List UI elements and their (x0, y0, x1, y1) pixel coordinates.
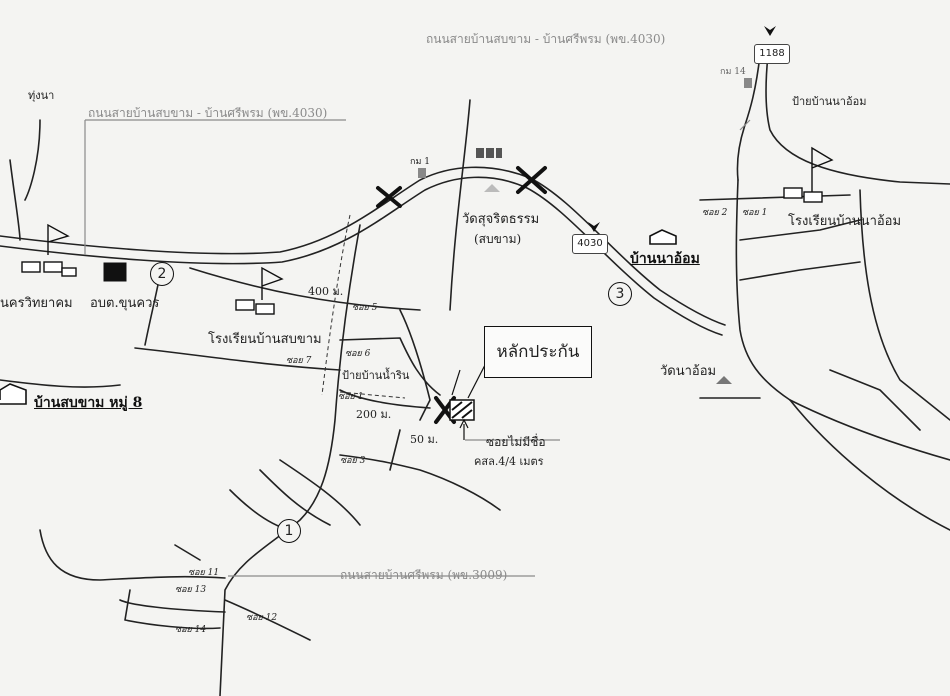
marker-2: 2 (150, 262, 174, 286)
west-road (0, 379, 121, 388)
bridge-1 (376, 186, 402, 208)
house-icons (0, 229, 677, 405)
soi-11-label: ซอย 11 (188, 568, 220, 578)
school-sop-kham-label: โรงเรียนบ้านสบขาม (208, 332, 322, 347)
soi-13-label: ซอย 13 (175, 585, 207, 595)
school-na-om-label: โรงเรียนบ้านนาอ้อม (788, 214, 902, 229)
sop-kham-paren-label: (สบขาม) (474, 232, 522, 246)
bird-symbols (588, 26, 776, 232)
central-road-2 (219, 224, 361, 696)
soi-2-right-label: ซอย 2 (702, 208, 728, 218)
central-road (449, 99, 471, 311)
road-spec-label: คสล.4/4 เมตร (474, 455, 544, 468)
soi-3-road (339, 454, 501, 511)
soi-14-label: ซอย 14 (175, 625, 207, 635)
dist-200-line (339, 391, 406, 399)
school-buildings (21, 187, 823, 315)
top-road-label: ถนนสายบ้านสบขาม - บ้านศรีพรม (พข.4030) (88, 106, 328, 120)
na-om-road-2 (699, 194, 851, 201)
soi-5-label: ซอย 5 (352, 303, 378, 313)
soi-6-label: ซอย 6 (345, 349, 371, 359)
na-om-road-1 (735, 179, 791, 401)
soi-6-road (339, 337, 441, 396)
na-om-road-8 (829, 369, 921, 431)
top-right-road-label: ถนนสายบ้านสบขาม - บ้านศรีพรม (พข.4030) (426, 32, 666, 46)
south-road-4 (224, 599, 311, 641)
route-4030-shield: 4030 (572, 234, 608, 254)
marker-1: 1 (277, 519, 301, 543)
dist-400-line (321, 214, 351, 396)
sign-nam-rin-label: ป้ายบ้านน้ำริน (342, 369, 410, 382)
km-14-label: กม 14 (720, 67, 746, 77)
target-label-box: หลักประกัน (484, 326, 592, 378)
south-road-6 (279, 459, 361, 526)
bottom-road-label: ถนนสายบ้านศรีพรม (พข.3009) (340, 568, 508, 582)
na-om-road-3 (739, 219, 861, 241)
shop-buildings (476, 148, 502, 158)
road-1188 (765, 54, 950, 185)
main-road (0, 166, 726, 326)
school-flags (47, 146, 834, 300)
obt-building-icon (103, 262, 127, 282)
wat-sujarit-label: วัดสุจริตธรรม (462, 212, 540, 227)
obt-label: อบต.ขุนควร (90, 296, 160, 311)
south-road-8 (174, 544, 201, 561)
ban-na-om-sign-label: ป้ายบ้านนาอ้อม (792, 95, 867, 108)
unnamed-soi-road (399, 309, 431, 421)
soi-1-right-label: ซอย 1 (742, 208, 768, 218)
main-road-edge (0, 176, 723, 336)
soi-5-road (189, 267, 421, 311)
marker-1-text: 1 (284, 523, 294, 539)
school-wittayakhom-label: นครวิทยาคม (0, 296, 73, 311)
soi-12-label: ซอย 12 (246, 613, 278, 623)
soi-3-road-b (389, 429, 401, 471)
thung-na-label: ทุ่งนา (28, 89, 55, 102)
km-posts (418, 78, 752, 178)
south-road-3 (124, 589, 221, 630)
bridge-2 (516, 166, 547, 194)
leader-top-right-road (739, 119, 751, 131)
distance-50-label: 50 ม. (410, 433, 439, 446)
ban-sop-kham-village: บ้านสบขาม หมู่ 8 (34, 395, 143, 411)
route-4030-text: 4030 (577, 238, 603, 249)
south-road-2 (119, 599, 226, 613)
soi-1-left-label: ซอย 1 (338, 392, 364, 402)
na-om-road-7 (789, 399, 950, 531)
left-road-2 (24, 119, 41, 201)
target-parcel (449, 364, 486, 440)
temple-na-om-icon (716, 376, 732, 384)
na-om-road-4 (739, 261, 861, 281)
south-road-5 (259, 469, 331, 526)
marker-3: 3 (608, 282, 632, 306)
soi-7-road (134, 347, 341, 371)
wat-na-om-label: วัดนาอ้อม (660, 364, 717, 379)
km-1-label: กม 1 (410, 157, 430, 167)
marker-3-text: 3 (615, 286, 625, 302)
left-road-1 (9, 159, 21, 241)
soi-1-road (339, 389, 431, 409)
temple-sujarit-icon (484, 184, 500, 192)
distance-400-label: 400 ม. (308, 285, 344, 298)
unnamed-soi-label: ซอยไม่มีชื่อ (486, 435, 546, 449)
na-om-road-6 (789, 399, 950, 461)
na-om-road-5 (859, 189, 950, 421)
soi-3-label: ซอย 3 (340, 456, 366, 466)
marker-2-text: 2 (157, 266, 167, 282)
route-1188-shield: 1188 (754, 44, 790, 64)
ban-na-om-village: บ้านนาอ้อม (630, 251, 700, 267)
route-1188-text: 1188 (759, 48, 785, 59)
south-road-1 (39, 529, 226, 581)
target-label-text: หลักประกัน (496, 342, 580, 362)
soi-7-label: ซอย 7 (286, 356, 312, 366)
distance-200-label: 200 ม. (356, 408, 392, 421)
